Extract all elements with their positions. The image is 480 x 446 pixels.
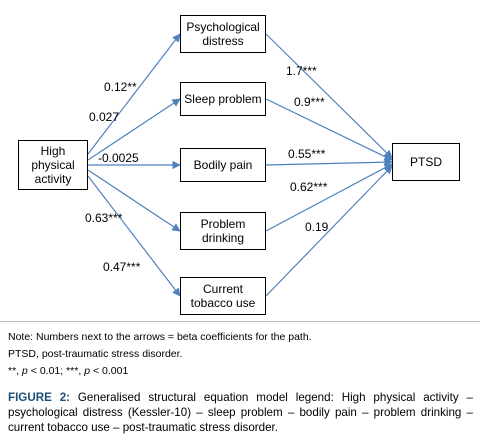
node-ptsd: PTSD (392, 143, 460, 181)
coef-activity-drinking: 0.63*** (85, 211, 123, 225)
note-arrows: Note: Numbers next to the arrows = beta … (8, 331, 312, 343)
coef-activity-tobacco: 0.47*** (103, 260, 141, 274)
separator-line (0, 321, 480, 322)
coef-tobacco-ptsd: 0.19 (305, 220, 329, 234)
arrow-activity-sleep (87, 98, 181, 161)
node-high-physical-activity: High physical activity (18, 140, 88, 190)
coef-activity-psych: 0.12** (104, 80, 137, 94)
caption-label: FIGURE 2: (8, 391, 71, 404)
node-sleep-problem: Sleep problem (180, 82, 266, 116)
node-psychological-distress: Psychological distress (180, 15, 266, 53)
path-arrows (87, 33, 393, 297)
arrow-drinking-ptsd (265, 163, 393, 232)
arrow-activity-drinking (87, 169, 181, 232)
coef-pain-ptsd: 0.55*** (288, 147, 326, 161)
coef-activity-sleep: 0.027 (89, 110, 120, 124)
figure-caption: FIGURE 2: Generalised structural equatio… (8, 390, 473, 435)
note-abbreviation: PTSD, post-traumatic stress disorder. (8, 348, 183, 360)
arrow-pain-ptsd (265, 157, 393, 167)
node-bodily-pain: Bodily pain (180, 148, 266, 182)
note-significance: **, p < 0.01; ***, p < 0.001 (8, 365, 129, 377)
coef-activity-pain: -0.0025 (98, 151, 139, 165)
coef-psych-ptsd: 1.7*** (286, 64, 317, 78)
node-problem-drinking: Problem drinking (180, 212, 266, 250)
arrow-tobacco-ptsd (265, 165, 393, 297)
figure-notes: Note: Numbers next to the arrows = beta … (8, 329, 476, 380)
arrow-sleep-ptsd (265, 98, 393, 161)
node-current-tobacco-use: Current tobacco use (180, 277, 266, 315)
caption-text: Generalised structural equation model le… (8, 391, 473, 434)
arrow-activity-tobacco (87, 175, 181, 297)
arrow-psych-ptsd (265, 33, 393, 159)
coef-sleep-ptsd: 0.9*** (294, 95, 325, 109)
sem-diagram: High physical activity Psychological dis… (18, 15, 460, 315)
arrow-activity-psych (87, 33, 181, 155)
coef-drinking-ptsd: 0.62*** (290, 180, 328, 194)
